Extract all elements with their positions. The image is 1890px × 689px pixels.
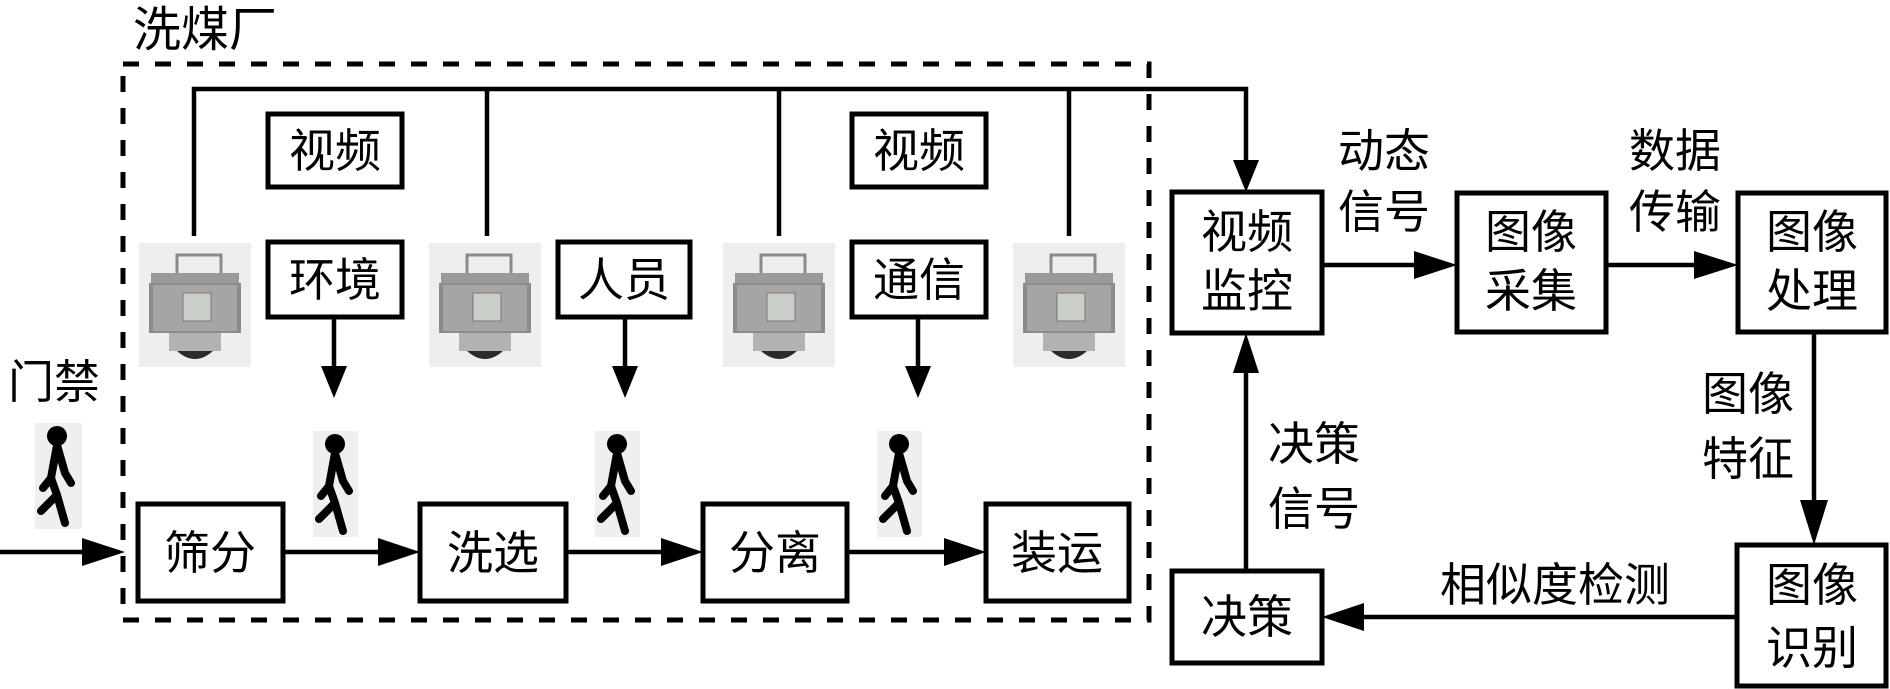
- arrowhead-right: [661, 538, 703, 566]
- walking-person-icon: [35, 423, 82, 529]
- edge-label-image-feature: 特征: [1702, 432, 1794, 486]
- entrance-label: 门禁: [8, 355, 100, 409]
- process-step-label: 洗选: [447, 526, 539, 580]
- edge-label-similarity-detection: 相似度检测: [1440, 558, 1670, 612]
- surveillance-camera-icon: [137, 241, 253, 369]
- edge-label-decision-signal: 信号: [1268, 482, 1360, 536]
- box-label-line1: 图像: [1766, 558, 1858, 612]
- edge-label-decision-signal: 决策: [1268, 417, 1360, 471]
- edge-label-data-transfer: 传输: [1629, 185, 1721, 239]
- walking-person-icon: [313, 431, 358, 537]
- image-processing-box: 图像 处理: [1735, 190, 1889, 335]
- box-label-line1: 图像: [1485, 205, 1577, 259]
- arrowhead-down: [1233, 160, 1259, 192]
- video-label-box: 视频: [849, 111, 989, 190]
- box-label-line2: 监控: [1201, 264, 1293, 318]
- sensor-personnel: 人员: [555, 239, 693, 398]
- process-step-screening: 筛分: [135, 501, 286, 604]
- arrowhead-left: [1322, 603, 1364, 631]
- arrowhead-up: [1233, 333, 1259, 373]
- arrowhead-right: [1694, 251, 1738, 279]
- edge-label-dynamic-signal: 信号: [1338, 185, 1430, 239]
- walking-person-icon: [595, 431, 640, 537]
- surveillance-camera-icon: [1011, 241, 1127, 369]
- video-label-box: 视频: [265, 111, 405, 190]
- box-label: 决策: [1201, 590, 1293, 644]
- image-recognition-box: 图像 识别: [1734, 542, 1889, 689]
- image-capture-box: 图像 采集: [1454, 190, 1609, 335]
- arrowhead-down: [321, 366, 347, 398]
- video-label: 视频: [289, 124, 381, 178]
- plant-title: 洗煤厂: [133, 2, 277, 58]
- sensor-label: 通信: [873, 253, 965, 307]
- arrowhead-right: [944, 538, 986, 566]
- process-step-separation: 分离: [700, 501, 850, 604]
- process-step-loading: 装运: [983, 501, 1132, 604]
- arrowhead-down: [1800, 500, 1828, 545]
- sensor-communication: 通信: [849, 239, 989, 398]
- box-label-line1: 图像: [1766, 205, 1858, 259]
- box-label-line2: 识别: [1766, 621, 1858, 675]
- edge-label-image-feature: 图像: [1702, 367, 1794, 421]
- arrowhead-down: [905, 366, 931, 398]
- box-label-line2: 采集: [1485, 264, 1577, 318]
- plant-boundary: [120, 61, 1152, 623]
- video-label: 视频: [873, 124, 965, 178]
- box-label-line1: 视频: [1201, 205, 1293, 259]
- process-step-label: 分离: [729, 526, 821, 580]
- video-bus-line: [191, 86, 1249, 236]
- arrowhead-down: [612, 366, 638, 398]
- arrowhead-right: [82, 538, 125, 566]
- walking-person-icon: [877, 431, 922, 537]
- video-monitoring-box: 视频 监控: [1169, 189, 1325, 336]
- process-step-label: 装运: [1011, 526, 1103, 580]
- surveillance-camera-icon: [427, 241, 543, 369]
- process-step-label: 筛分: [164, 526, 256, 580]
- arrowhead-right: [1414, 251, 1457, 279]
- decision-box: 决策: [1169, 568, 1325, 666]
- edge-label-data-transfer: 数据: [1629, 124, 1721, 178]
- edge-label-dynamic-signal: 动态: [1338, 124, 1430, 178]
- sensor-label: 环境: [289, 253, 381, 307]
- process-step-washing: 洗选: [417, 501, 569, 604]
- sensor-environment: 环境: [265, 239, 405, 398]
- box-label-line2: 处理: [1766, 264, 1858, 318]
- sensor-label: 人员: [578, 253, 670, 307]
- arrowhead-right: [378, 538, 420, 566]
- surveillance-camera-icon: [721, 241, 837, 369]
